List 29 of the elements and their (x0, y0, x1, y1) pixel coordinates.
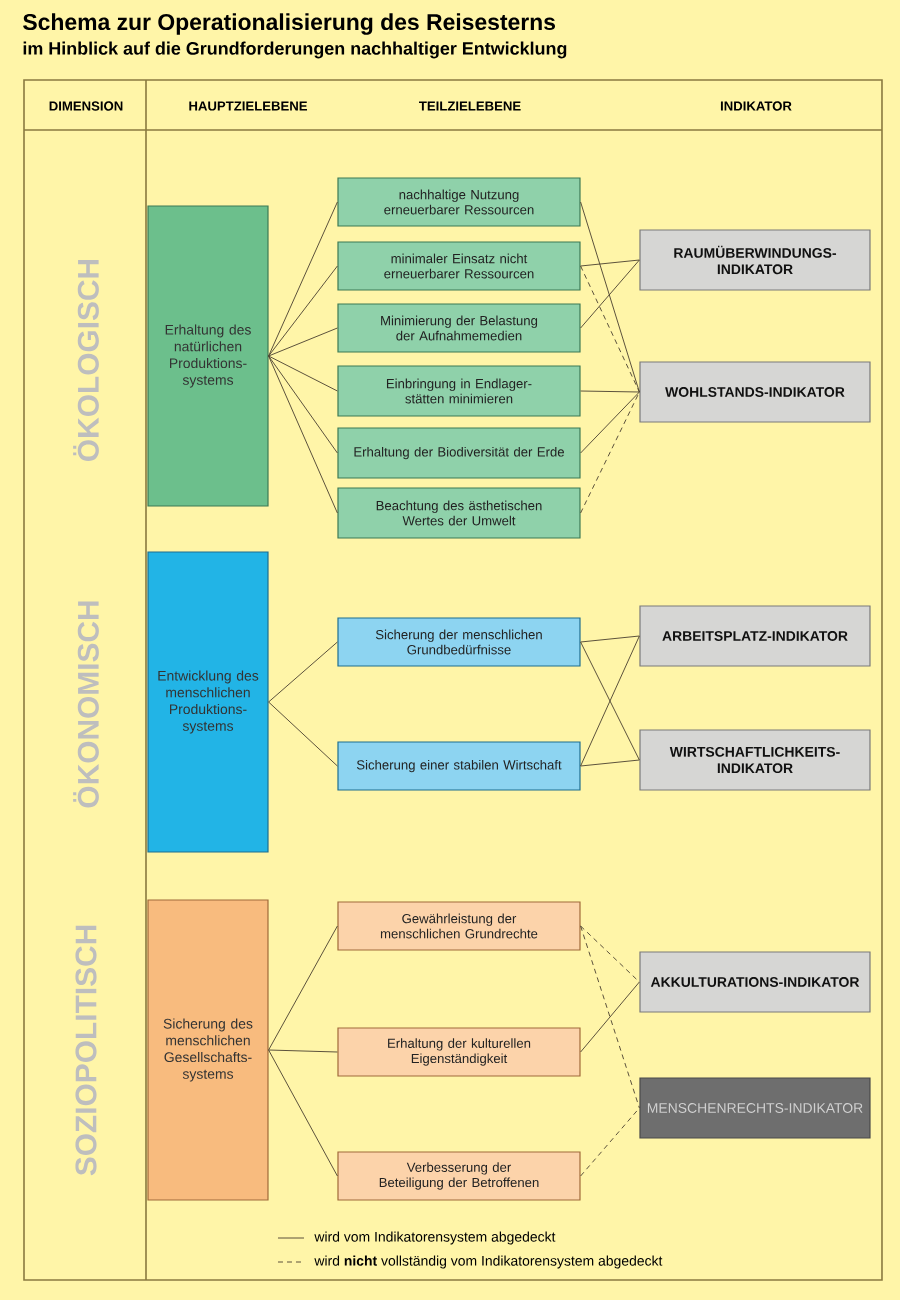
connector-line (268, 201, 338, 357)
connector-line (580, 259, 640, 329)
connector-line (268, 355, 338, 392)
connector-line (580, 925, 640, 983)
connector-line (580, 201, 640, 393)
connector-line (268, 1049, 338, 1177)
connector-line (580, 981, 640, 1053)
connector-line (580, 265, 640, 393)
connector-line (268, 641, 338, 703)
connector-line (268, 701, 338, 767)
connector-line (268, 327, 338, 357)
connector-line (268, 355, 338, 514)
connector-line (580, 925, 640, 1109)
connector-line (580, 391, 640, 514)
connector-line (580, 259, 640, 267)
connector-line (580, 391, 640, 454)
dimension-label: ÖKONOMISCH (73, 601, 99, 808)
connector-line (268, 265, 338, 357)
connector-line (268, 925, 338, 1051)
connector-line (268, 1049, 338, 1053)
title: Schema zur Operationalisierung des Reisesterns (23, 13, 555, 35)
connector-line (580, 759, 640, 767)
connector-line (580, 390, 640, 393)
connector-line (580, 635, 640, 643)
subtitle: im Hinblick auf die Grundforderungen nachhaltiger Entwicklung (23, 41, 567, 59)
dimension-label: ÖKOLOGISCH (73, 259, 99, 461)
connector-line (580, 1107, 640, 1177)
connector-line (268, 355, 338, 454)
dimension-label: SOZIOPOLITISCH (75, 925, 97, 1176)
